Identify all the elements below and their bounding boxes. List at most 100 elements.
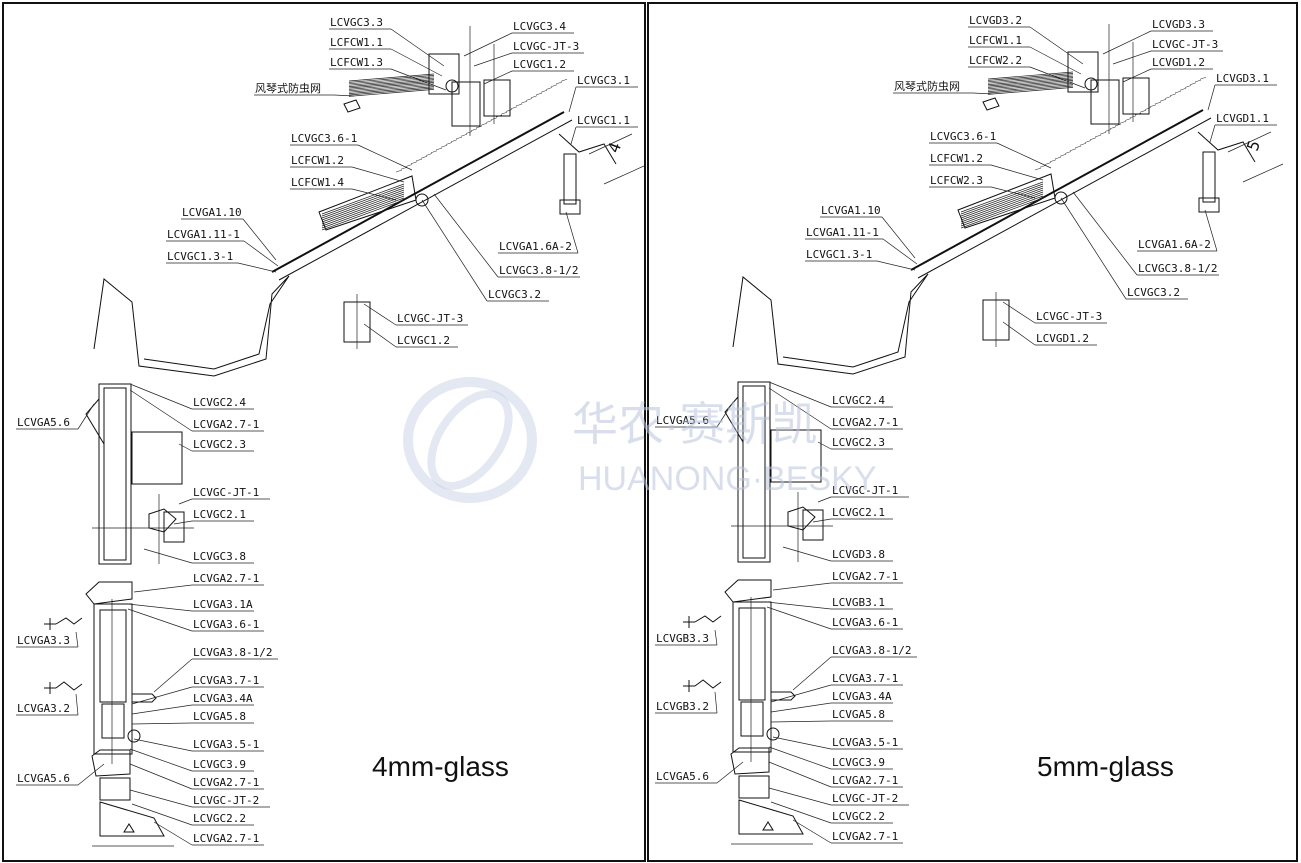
callout-mid-2: LCFCW1.2 xyxy=(930,152,983,165)
callout-top-r2: LCVGC-JT-3 xyxy=(1152,38,1218,51)
callout-mid-1: LCVGC3.6-1 xyxy=(930,130,996,143)
callout-mid-3: LCFCW2.3 xyxy=(930,174,983,187)
callout-top-3: LCFCW1.3 xyxy=(330,56,383,69)
callout-side-1: LCVGA5.6 xyxy=(17,416,70,429)
callout-mid-r3: LCVGC3.2 xyxy=(1127,286,1180,299)
gutter-outline xyxy=(93,275,290,377)
detail-3-icon xyxy=(44,617,83,630)
callout-mid-3: LCFCW1.4 xyxy=(291,176,344,189)
callout-r03: LCVGC2.3 xyxy=(832,436,885,449)
callout-top-r3: LCVGD1.2 xyxy=(1152,56,1205,69)
callout-r10: LCVGA3.8-1/2 xyxy=(193,646,272,659)
callout-mid-r1: LCVGA1.6A-2 xyxy=(499,240,572,253)
callout-side-2: LCVGA3.3 xyxy=(17,634,70,647)
gutter-outline xyxy=(732,273,929,375)
callout-mid-1: LCVGC3.6-1 xyxy=(291,132,357,145)
callout-r15: LCVGC3.9 xyxy=(832,756,885,769)
callout-top-1: LCVGD3.2 xyxy=(969,14,1022,27)
callout-mid-2: LCFCW1.2 xyxy=(291,154,344,167)
callout-top-r1: LCVGC3.4 xyxy=(513,20,566,33)
upper-wall-profile xyxy=(737,381,771,563)
callout-mid-4: LCVGA1.10 xyxy=(182,206,242,219)
vent-profile xyxy=(428,53,460,95)
callout-mid-r4: LCVGC-JT-3 xyxy=(397,312,463,325)
callout-r02: LCVGA2.7-1 xyxy=(832,416,898,429)
callout-r14: LCVGA3.5-1 xyxy=(193,738,259,751)
base-profile xyxy=(738,799,804,835)
sash-frame xyxy=(93,603,133,755)
callout-r09: LCVGA3.6-1 xyxy=(832,616,898,629)
callout-mid-r5: LCVGC1.2 xyxy=(397,334,450,347)
callout-r05: LCVGC2.1 xyxy=(832,506,885,519)
callout-top-4: 风琴式防虫网 xyxy=(894,79,960,93)
callout-r17: LCVGC-JT-2 xyxy=(193,794,259,807)
callout-r07: LCVGA2.7-1 xyxy=(832,570,898,583)
callout-r17: LCVGC-JT-2 xyxy=(832,792,898,805)
glass-thickness-caption: 4mm-glass xyxy=(372,751,509,782)
detail-2-icon xyxy=(683,679,722,692)
callout-r13: LCVGA5.8 xyxy=(832,708,885,721)
callout-top-r1: LCVGD3.3 xyxy=(1152,18,1205,31)
sill-profile xyxy=(91,749,131,777)
callout-mid-r1: LCVGA1.6A-2 xyxy=(1138,238,1211,251)
callout-mid-4: LCVGA1.10 xyxy=(821,204,881,217)
callout-r02: LCVGA2.7-1 xyxy=(193,418,259,431)
callout-r18: LCVGC2.2 xyxy=(832,810,885,823)
callout-top-1: LCVGC3.3 xyxy=(330,16,383,29)
callout-side-4: LCVGA5.6 xyxy=(17,772,70,785)
callout-side-3: LCVGB3.2 xyxy=(656,700,709,713)
callout-mid-5: LCVGA1.11-1 xyxy=(167,228,240,241)
glass-thickness-caption: 5mm-glass xyxy=(1037,751,1174,782)
callout-side-3: LCVGA3.2 xyxy=(17,702,70,715)
callout-mid-6: LCVGC1.3-1 xyxy=(806,248,872,261)
sash-frame xyxy=(732,601,772,753)
callout-top-2: LCFCW1.1 xyxy=(969,34,1022,47)
roof-glass-line xyxy=(910,109,1204,271)
callout-r01: LCVGC2.4 xyxy=(832,394,885,407)
roof-glass-line-2 xyxy=(917,117,1212,279)
callout-mid-r2: LCVGC3.8-1/2 xyxy=(1138,262,1217,275)
callout-top-3: LCFCW2.2 xyxy=(969,54,1022,67)
callout-r03: LCVGC2.3 xyxy=(193,438,246,451)
callout-r14: LCVGA3.5-1 xyxy=(832,736,898,749)
callout-r13: LCVGA5.8 xyxy=(193,710,246,723)
callout-side-2: LCVGB3.3 xyxy=(656,632,709,645)
callout-r16: LCVGA2.7-1 xyxy=(193,776,259,789)
roof-glass-line xyxy=(271,111,565,273)
callout-r16: LCVGA2.7-1 xyxy=(832,774,898,787)
callout-roof-r1: LCVGC3.1 xyxy=(577,74,630,87)
callout-side-4: LCVGA5.6 xyxy=(656,770,709,783)
transom-profile xyxy=(85,581,133,605)
callout-top-2: LCFCW1.1 xyxy=(330,36,383,49)
callout-roof-r2: LCVGC1.1 xyxy=(577,114,630,127)
callout-r12: LCVGA3.4A xyxy=(193,692,253,705)
callout-r07: LCVGA2.7-1 xyxy=(193,572,259,585)
callout-roof-r2: LCVGD1.1 xyxy=(1216,112,1269,125)
callout-top-r3: LCVGC1.2 xyxy=(513,58,566,71)
callout-r05: LCVGC2.1 xyxy=(193,508,246,521)
callout-r04: LCVGC-JT-1 xyxy=(193,486,259,499)
section-drawing: 4LCVGC3.3LCFCW1.1LCFCW1.3风琴式防虫网LCVGC3.4L… xyxy=(16,16,644,847)
callout-r18: LCVGC2.2 xyxy=(193,812,246,825)
callout-r06: LCVGD3.8 xyxy=(832,548,885,561)
callout-r11: LCVGA3.7-1 xyxy=(193,674,259,687)
detail-2-icon xyxy=(44,681,83,694)
callout-r01: LCVGC2.4 xyxy=(193,396,246,409)
callout-r10: LCVGA3.8-1/2 xyxy=(832,644,911,657)
callout-r09: LCVGA3.6-1 xyxy=(193,618,259,631)
transom-profile xyxy=(724,579,772,603)
callout-r08: LCVGA3.1A xyxy=(193,598,253,611)
callout-r15: LCVGC3.9 xyxy=(193,758,246,771)
callout-side-1: LCVGA5.6 xyxy=(656,414,709,427)
callout-r06: LCVGC3.8 xyxy=(193,550,246,563)
callout-mid-r5: LCVGD1.2 xyxy=(1036,332,1089,345)
callout-r19: LCVGA2.7-1 xyxy=(832,830,898,843)
callout-r08: LCVGB3.1 xyxy=(832,596,885,609)
vent-profile xyxy=(1067,51,1099,93)
roof-glass-line-2 xyxy=(278,119,573,281)
callout-r11: LCVGA3.7-1 xyxy=(832,672,898,685)
base-profile xyxy=(99,801,165,837)
callout-mid-5: LCVGA1.11-1 xyxy=(806,226,879,239)
